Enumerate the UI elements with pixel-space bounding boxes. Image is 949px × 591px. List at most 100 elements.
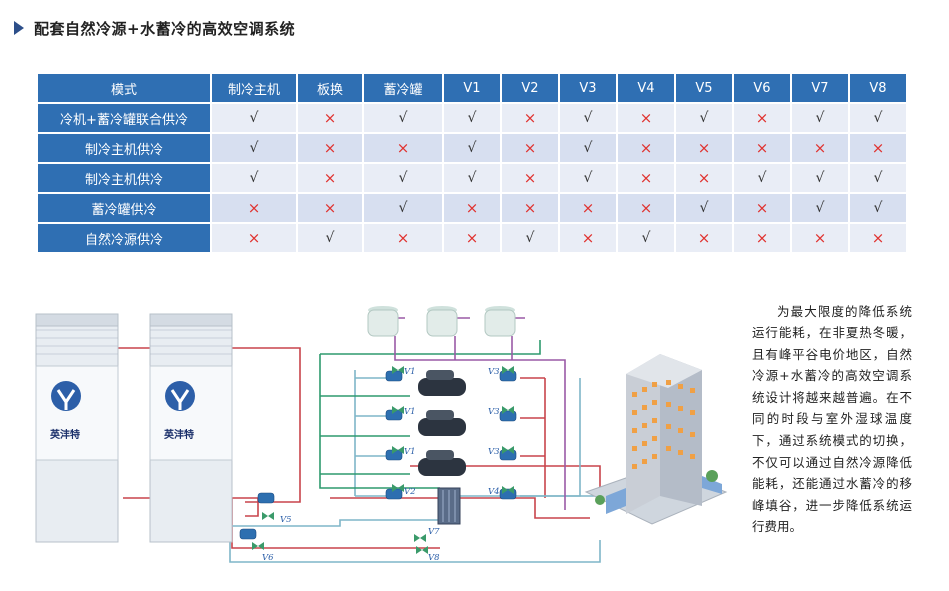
check-mark: √: [699, 110, 709, 126]
table-cell: √: [618, 224, 674, 252]
check-mark: √: [249, 170, 259, 186]
valve-label-v1: V1: [404, 447, 416, 457]
cooling-tower-icon: [367, 306, 399, 337]
table-cell: ×: [734, 134, 790, 162]
mode-table: 模式 制冷主机 板换 蓄冷罐 V1 V2 V3 V4 V5 V6 V7 V8 冷…: [36, 72, 908, 254]
check-mark: √: [641, 230, 651, 246]
table-cell: √: [444, 134, 500, 162]
check-mark: √: [398, 110, 408, 126]
table-cell: ×: [792, 134, 848, 162]
table-cell: ×: [212, 224, 296, 252]
valve-icon: [392, 366, 404, 374]
table-cell: ×: [560, 194, 616, 222]
system-diagram: 英沣特 英沣特: [35, 306, 728, 563]
cross-mark: ×: [581, 199, 595, 217]
cross-mark: ×: [755, 229, 769, 247]
cooling-tower-icon: [484, 306, 516, 337]
column-header: V1: [444, 74, 500, 102]
table-cell: √: [364, 164, 442, 192]
table-cell: ×: [734, 104, 790, 132]
cross-mark: ×: [323, 169, 337, 187]
cross-mark: ×: [755, 199, 769, 217]
check-mark: √: [815, 200, 825, 216]
column-header: V5: [676, 74, 732, 102]
cross-mark: ×: [697, 139, 711, 157]
valve-icon: [262, 512, 274, 520]
arrow-icon: [14, 21, 24, 35]
table-cell: √: [850, 194, 906, 222]
chiller-icon: [418, 450, 466, 476]
table-cell: ×: [560, 224, 616, 252]
check-mark: √: [398, 200, 408, 216]
valve-label-v3: V3: [488, 407, 500, 417]
table-cell: ×: [444, 194, 500, 222]
column-header: V2: [502, 74, 558, 102]
check-mark: √: [699, 200, 709, 216]
table-cell: √: [212, 104, 296, 132]
table-cell: √: [850, 104, 906, 132]
table-cell: √: [792, 194, 848, 222]
table-cell: √: [298, 224, 362, 252]
table-cell: √: [212, 134, 296, 162]
table-cell: ×: [618, 164, 674, 192]
cross-mark: ×: [813, 139, 827, 157]
cross-mark: ×: [523, 139, 537, 157]
table-cell: ×: [212, 194, 296, 222]
table-cell: ×: [676, 164, 732, 192]
mode-label: 自然冷源供冷: [38, 224, 210, 252]
column-header: 板换: [298, 74, 362, 102]
column-header: V3: [560, 74, 616, 102]
pipe-teal: [215, 519, 440, 527]
cross-mark: ×: [639, 169, 653, 187]
valve-icon: [416, 546, 428, 554]
table-cell: ×: [298, 164, 362, 192]
storage-tank: 英沣特: [149, 313, 233, 543]
table-cell: ×: [676, 224, 732, 252]
column-header: V6: [734, 74, 790, 102]
valve-label-v1: V1: [404, 367, 416, 377]
pipe-red: [410, 465, 601, 492]
cooling-tower-icon: [426, 306, 458, 337]
check-mark: √: [583, 140, 593, 156]
cross-mark: ×: [396, 229, 410, 247]
table-row: 制冷主机供冷√××√×√×××××: [38, 134, 906, 162]
cross-mark: ×: [465, 229, 479, 247]
column-header: 模式: [38, 74, 210, 102]
page-title: 配套自然冷源+水蓄冷的高效空调系统: [34, 19, 296, 38]
pipe-teal: [229, 534, 601, 563]
check-mark: √: [873, 200, 883, 216]
table-cell: √: [444, 164, 500, 192]
table-cell: ×: [364, 224, 442, 252]
check-mark: √: [467, 140, 477, 156]
description-text: 为最大限度的降低系统运行能耗，在非夏热冬暖，且有峰平谷电价地区，自然冷源+水蓄冷…: [752, 303, 912, 535]
table-cell: ×: [298, 134, 362, 162]
cross-mark: ×: [323, 199, 337, 217]
valve-icon: [392, 406, 404, 414]
table-cell: √: [792, 164, 848, 192]
valve-icon: [392, 484, 404, 492]
chiller-icon: [418, 410, 466, 436]
cross-mark: ×: [639, 109, 653, 127]
valve-label-v1: V1: [404, 407, 416, 417]
table-cell: ×: [298, 104, 362, 132]
pump-icon: [499, 370, 517, 382]
table-cell: ×: [676, 134, 732, 162]
check-mark: √: [467, 110, 477, 126]
building-icon: [584, 354, 728, 525]
table-cell: √: [792, 104, 848, 132]
table-cell: ×: [298, 194, 362, 222]
table-cell: √: [364, 194, 442, 222]
table-cell: √: [560, 134, 616, 162]
table-row: 冷机+蓄冷罐联合供冷√×√√×√×√×√√: [38, 104, 906, 132]
valve-label-v4: V4: [488, 487, 500, 497]
valve-icon: [392, 446, 404, 454]
cross-mark: ×: [871, 139, 885, 157]
table-row: 制冷主机供冷√×√√×√××√√√: [38, 164, 906, 192]
table-cell: ×: [502, 104, 558, 132]
page-header: 配套自然冷源+水蓄冷的高效空调系统: [14, 16, 295, 40]
check-mark: √: [398, 170, 408, 186]
column-header: V4: [618, 74, 674, 102]
table-cell: √: [560, 104, 616, 132]
valve-label-v8: V8: [428, 553, 440, 563]
table-cell: ×: [444, 224, 500, 252]
